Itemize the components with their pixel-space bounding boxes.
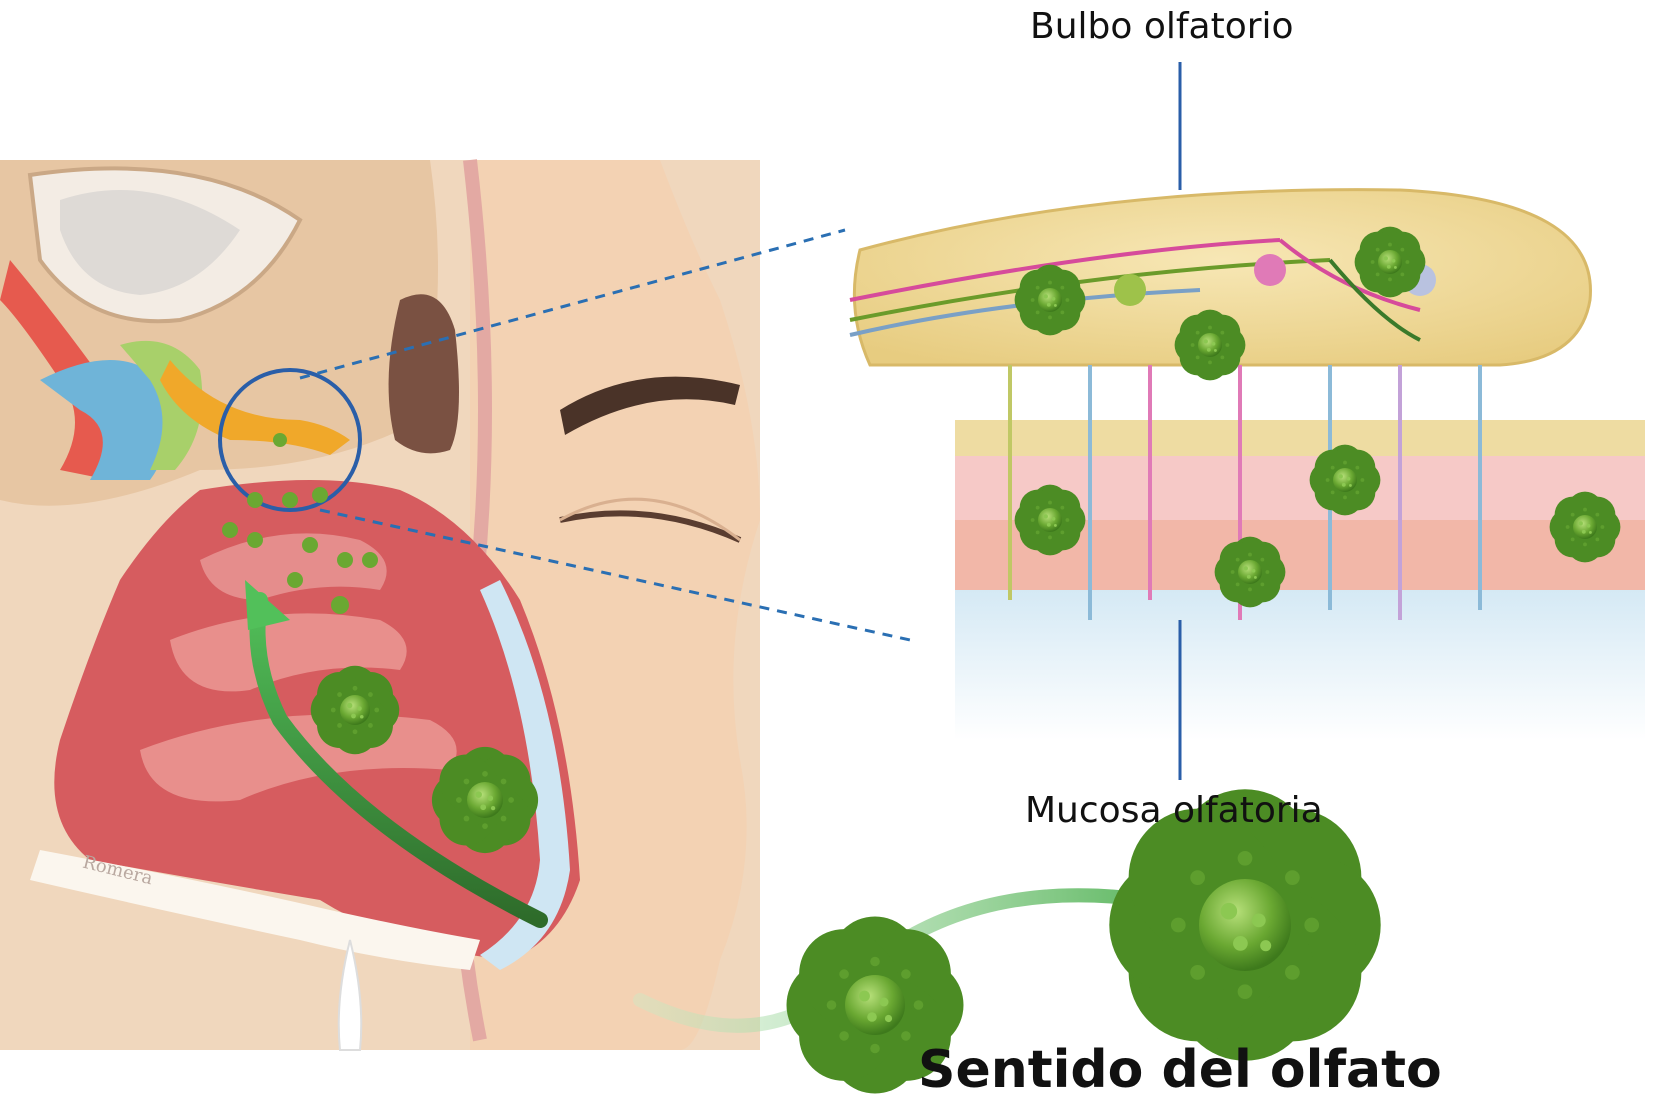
mucus-layer <box>955 570 1645 740</box>
eyebrow <box>560 376 740 435</box>
head-cross-section <box>0 159 760 1051</box>
bulb-label: Bulbo olfatorio <box>1030 6 1294 47</box>
virus-icon <box>1031 501 1070 540</box>
cribriform-plate <box>955 420 1645 456</box>
frontal-sinus <box>388 294 459 454</box>
virus-icon <box>331 686 379 734</box>
virus-icon <box>1171 851 1319 999</box>
virus-particles-cavity <box>222 433 378 614</box>
inhalation-arrow <box>249 592 548 928</box>
olfactory-tract <box>160 360 350 455</box>
inhalation-arrowhead <box>245 580 290 630</box>
brainstem-red <box>0 260 125 480</box>
nasal-passage-blue <box>480 580 570 970</box>
olfactory-zoom-panel <box>849 62 1645 780</box>
brainstem-blue <box>40 360 168 480</box>
virus-icon <box>1326 461 1365 500</box>
mucosa-label: Mucosa olfatoria <box>1025 790 1323 831</box>
turbinate-middle <box>170 613 407 692</box>
virus-icon <box>1231 553 1270 592</box>
incoming-virus <box>633 851 1319 1054</box>
palate <box>30 850 480 970</box>
virus-icon <box>1191 326 1230 365</box>
virus-icon <box>1371 243 1410 282</box>
virus-icon <box>1566 508 1605 547</box>
figure-title: Sentido del olfato <box>918 1040 1442 1100</box>
virus-icon <box>456 771 514 829</box>
olfactory-zoom-circle <box>218 368 362 512</box>
virus-icon <box>1031 281 1070 320</box>
tooth <box>337 939 363 1051</box>
zoom-guide-lines <box>299 228 911 642</box>
closed-eye <box>559 510 742 543</box>
virus-icon <box>827 957 924 1054</box>
